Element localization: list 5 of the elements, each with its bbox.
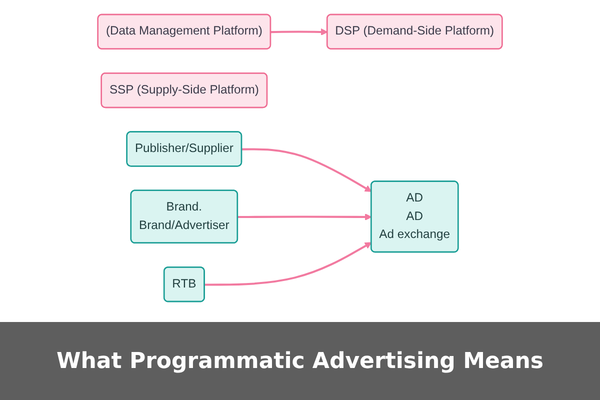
- title-banner: What Programmatic Advertising Means: [0, 322, 600, 400]
- arrow: [238, 213, 372, 221]
- arrow: [270, 28, 328, 36]
- arrow: [242, 148, 372, 192]
- arrow: [204, 242, 372, 286]
